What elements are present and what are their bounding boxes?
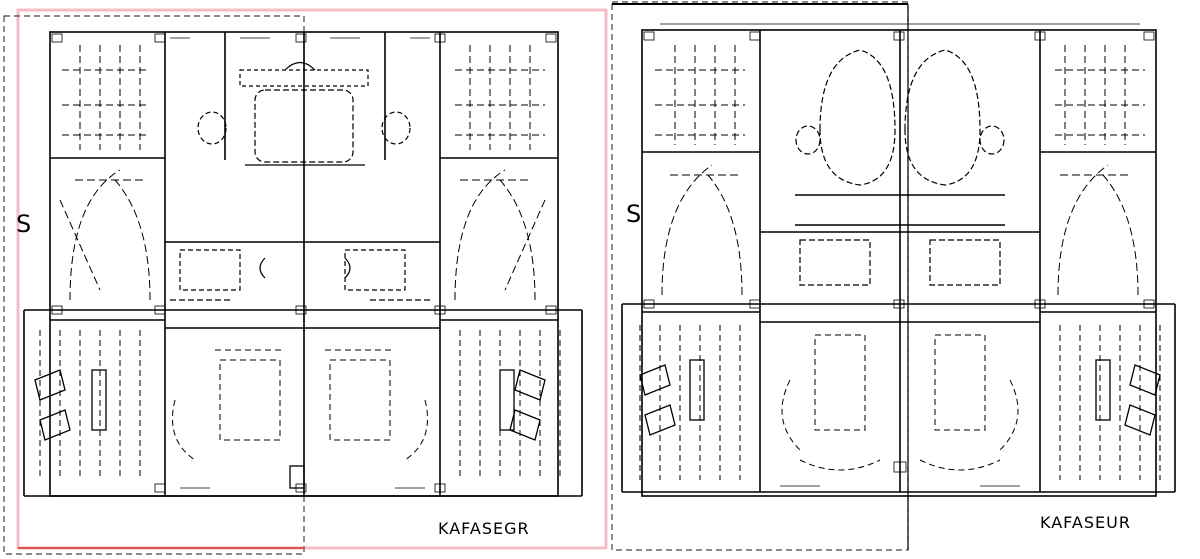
right-floor-plan: S KAFASEUR	[611, 1, 1176, 551]
right-plan-caption: KAFASEUR	[1040, 513, 1131, 532]
right-section-marker: S	[626, 200, 641, 228]
selection-frame-outer	[16, 8, 608, 550]
left-floor-plan: S KAFASEGR	[3, 8, 608, 555]
left-plan-caption: KAFASEGR	[438, 519, 530, 538]
left-section-marker: S	[16, 210, 31, 238]
selection-frame-inner	[3, 15, 305, 555]
right-building-outline	[641, 29, 1157, 497]
